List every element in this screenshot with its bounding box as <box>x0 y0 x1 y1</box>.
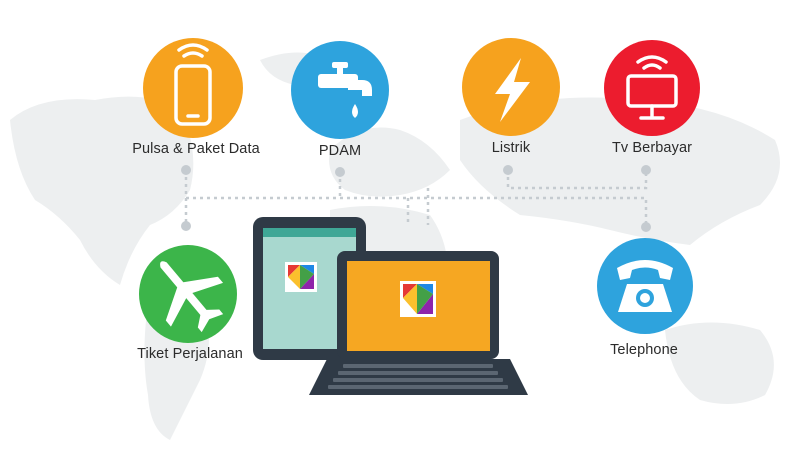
listrik-label: Listrik <box>491 140 531 156</box>
connector-lines <box>184 170 648 225</box>
tv-icon <box>626 55 678 120</box>
tiket-service-node[interactable] <box>135 240 239 345</box>
pulsa-label: Pulsa & Paket Data <box>132 141 260 157</box>
water-tap-icon <box>318 62 372 118</box>
connector-dots <box>181 165 651 232</box>
telephone-service-node[interactable] <box>597 238 693 334</box>
laptop-keyboard <box>328 364 508 389</box>
airplane-icon <box>160 261 224 333</box>
pdam-label: PDAM <box>318 143 362 159</box>
pulsa-service-node[interactable] <box>143 38 243 138</box>
pdam-service-node[interactable] <box>291 41 389 139</box>
tablet-logo-icon <box>285 262 317 292</box>
lightning-bolt-icon <box>495 58 530 122</box>
telephone-icon <box>617 260 673 312</box>
tiket-label: Tiket Perjalanan <box>137 346 243 362</box>
telephone-label: Telephone <box>610 342 678 358</box>
listrik-service-node[interactable] <box>462 38 560 136</box>
laptop-device <box>309 251 528 395</box>
smartphone-icon <box>174 43 212 126</box>
laptop-logo-icon <box>400 281 436 317</box>
tv-label: Tv Berbayar <box>611 140 693 156</box>
tv-service-node[interactable] <box>604 40 700 136</box>
